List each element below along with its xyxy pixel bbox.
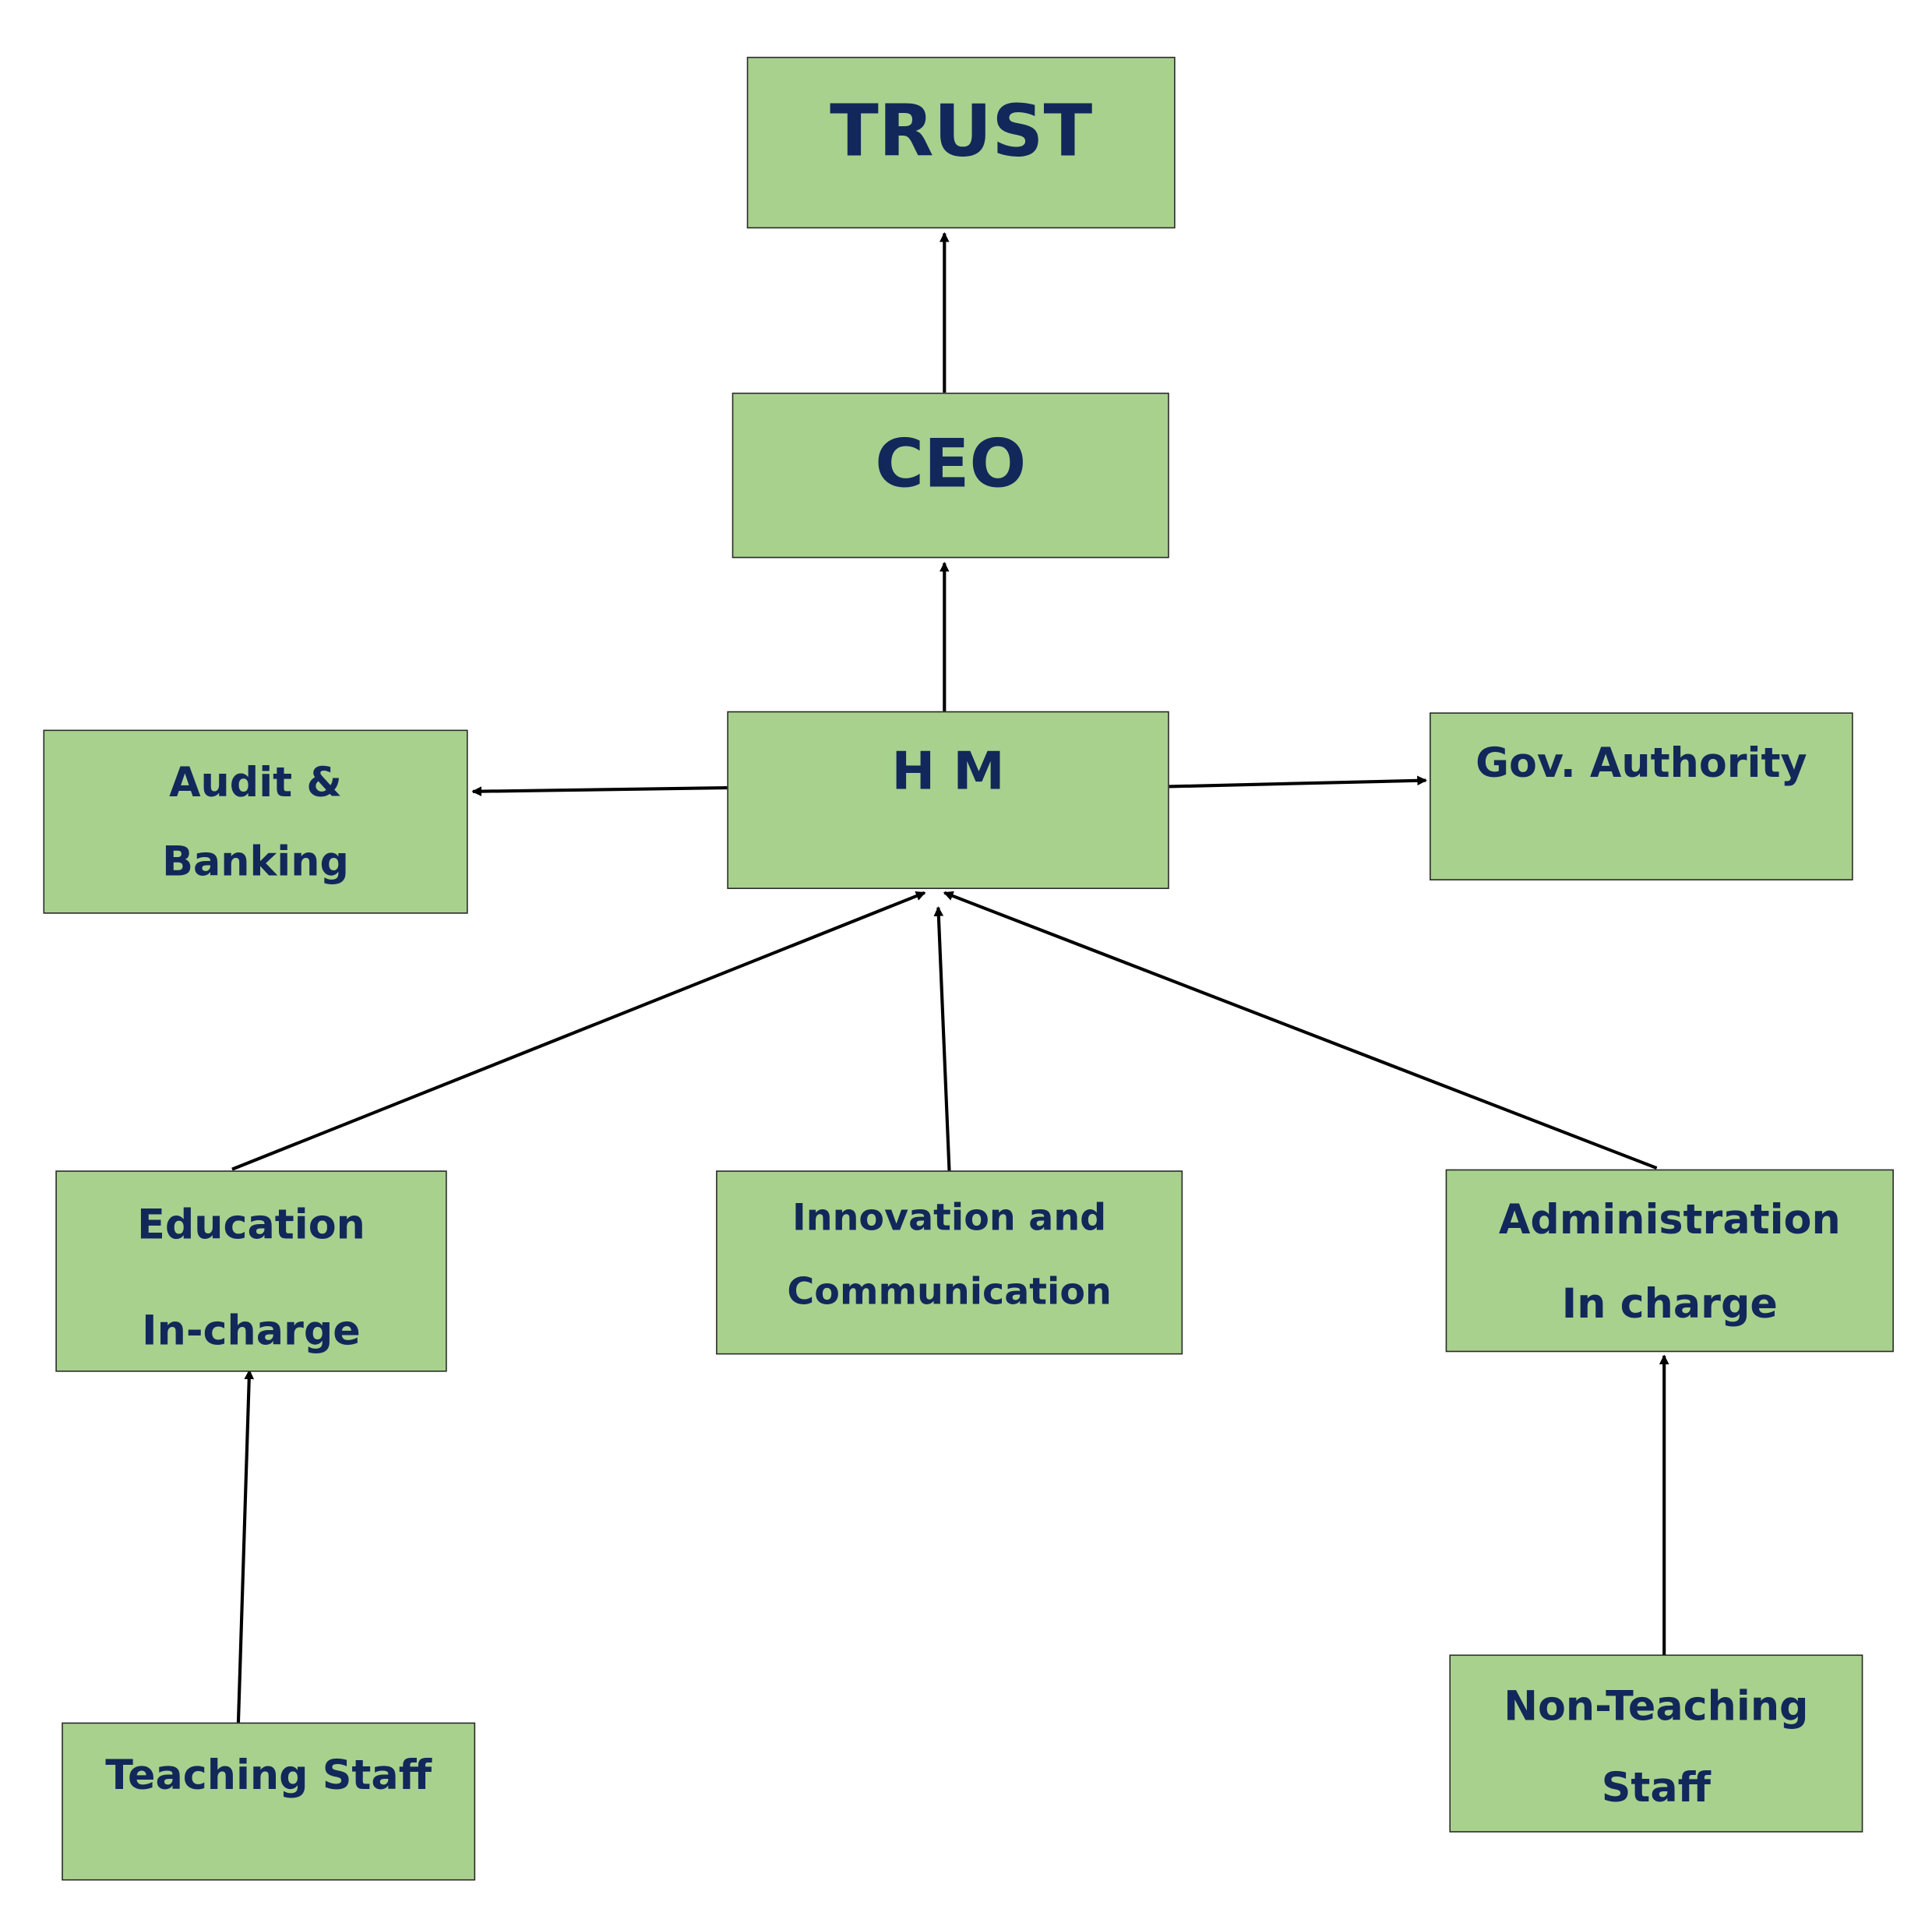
audit-banking-box: Audit & Banking — [43, 729, 468, 914]
innovation-communication-box: Innovation and Communication — [716, 1170, 1183, 1355]
gov-authority-box: Gov. Authority — [1430, 712, 1853, 880]
innovation-label-line2: Communication — [787, 1270, 1112, 1314]
education-incharge-box: Education In-charge — [55, 1170, 447, 1372]
ceo-label: CEO — [875, 425, 1027, 503]
ceo-box: CEO — [732, 392, 1169, 559]
arrow-innovation-to-hm — [933, 906, 951, 1173]
education-label-line2: In-charge — [142, 1306, 361, 1355]
nonteaching-label-line2: Staff — [1601, 1762, 1712, 1812]
audit-label-line2: Banking — [162, 837, 349, 886]
arrow-administration-to-hm — [943, 891, 1658, 1170]
hm-box: H M — [727, 711, 1169, 889]
arrow-hm-to-gov — [1169, 775, 1427, 789]
innovation-label-line1: Innovation and — [792, 1196, 1107, 1240]
arrow-teaching-to-education — [236, 1369, 255, 1725]
education-label-line1: Education — [137, 1200, 365, 1249]
trust-box: TRUST — [746, 56, 1176, 229]
arrow-education-to-hm — [231, 891, 926, 1171]
teaching-staff-box: Teaching Staff — [62, 1722, 476, 1881]
gov-label: Gov. Authority — [1475, 738, 1807, 787]
hm-label: H M — [891, 740, 1005, 802]
audit-label-line1: Audit & — [169, 758, 342, 806]
administration-label-line2: In charge — [1561, 1279, 1778, 1328]
nonteaching-label-line1: Non-Teaching — [1504, 1681, 1809, 1731]
non-teaching-staff-box: Non-Teaching Staff — [1449, 1654, 1863, 1833]
teaching-label: Teaching Staff — [105, 1751, 432, 1799]
administration-label-line1: Administration — [1498, 1194, 1841, 1244]
trust-label: TRUST — [830, 89, 1093, 173]
administration-incharge-box: Administration In charge — [1445, 1169, 1894, 1353]
arrow-hm-to-audit — [471, 785, 728, 796]
